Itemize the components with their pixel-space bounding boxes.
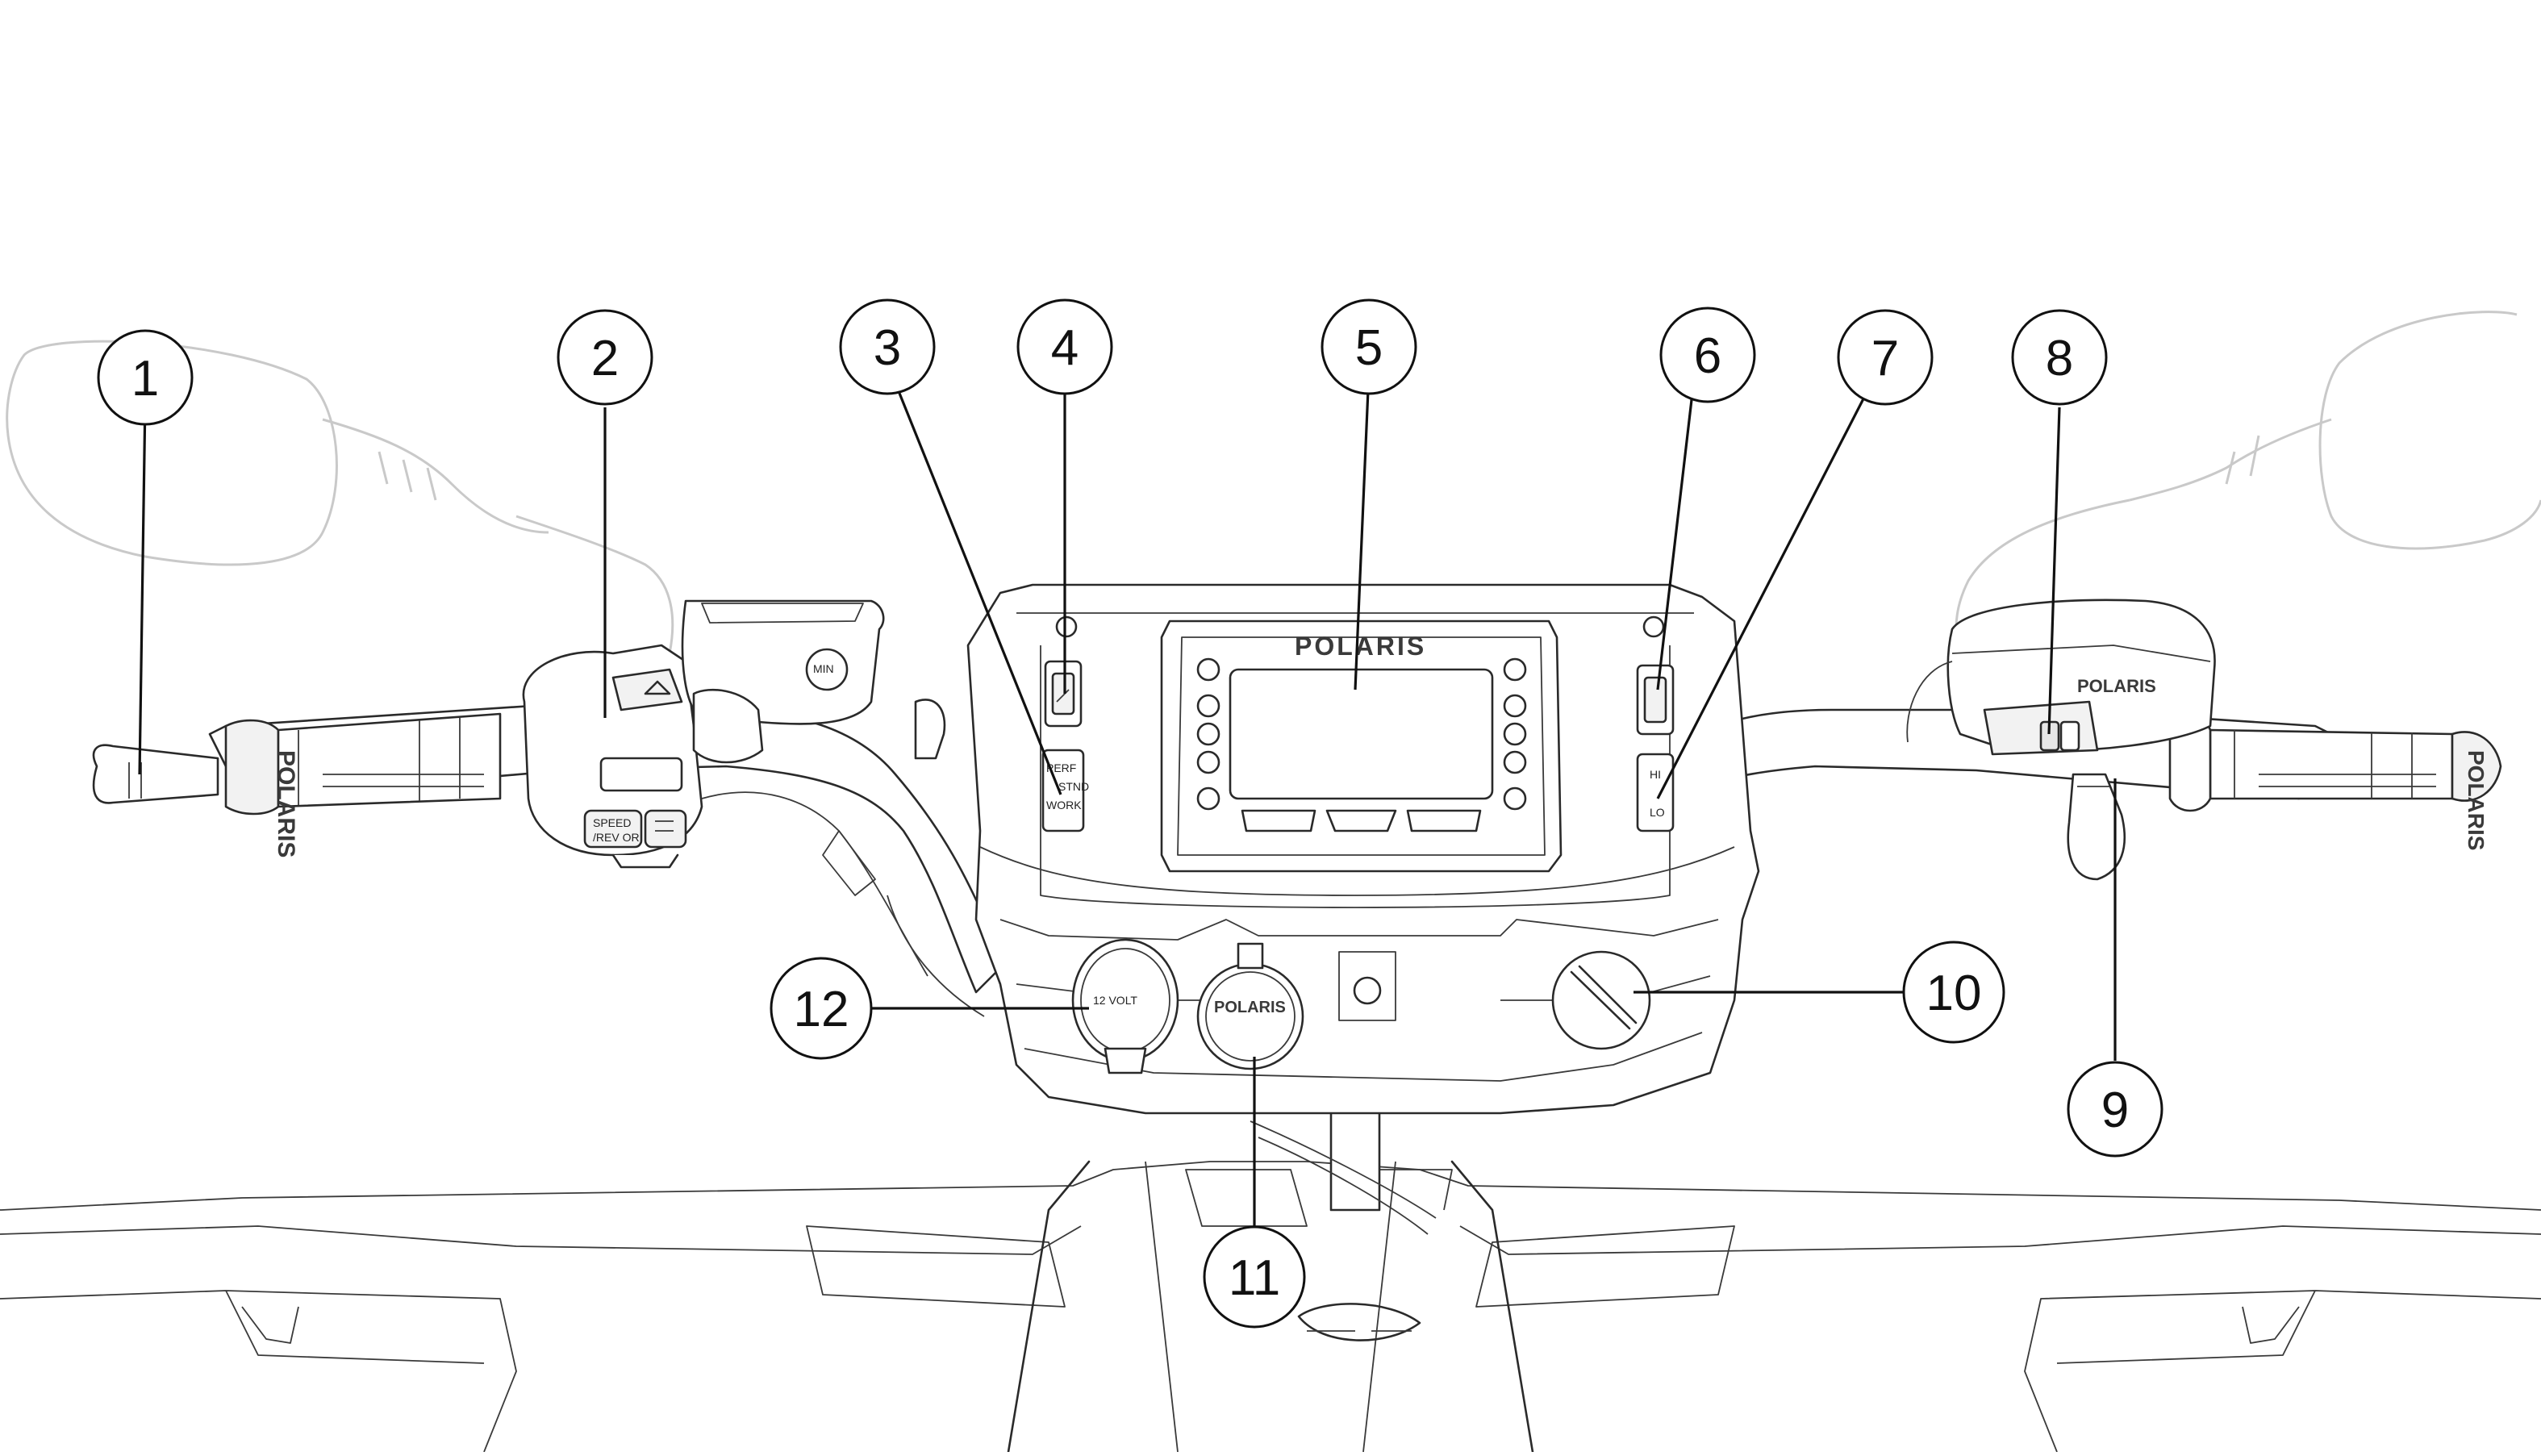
callout-number: 4 bbox=[1051, 320, 1079, 376]
ignition-switch[interactable]: POLARIS bbox=[1196, 942, 1304, 1070]
steering-column bbox=[1250, 1095, 1437, 1235]
choke-tag: MIN bbox=[813, 662, 834, 675]
fuel-cap[interactable] bbox=[1551, 950, 1651, 1050]
throttle-lever[interactable] bbox=[2067, 773, 2126, 881]
lo-label: LO bbox=[1650, 806, 1665, 819]
right-dash-switch[interactable] bbox=[1636, 664, 1675, 736]
left-mirror bbox=[6, 340, 674, 654]
display-buttons-bottom[interactable] bbox=[1241, 809, 1482, 832]
callout-3: 3 bbox=[839, 298, 936, 395]
display-screen bbox=[1229, 668, 1494, 800]
callout-10: 10 bbox=[1902, 941, 2005, 1044]
mode-perf: PERF bbox=[1046, 761, 1076, 774]
hi-label: HI bbox=[1650, 768, 1661, 781]
left-master-cylinder: MIN bbox=[681, 599, 946, 764]
callout-1: 1 bbox=[97, 329, 194, 426]
leader-lines bbox=[138, 370, 2117, 1226]
left-grip-brand: POLARIS bbox=[273, 750, 299, 857]
right-control-brand: POLARIS bbox=[2077, 676, 2156, 696]
right-wiring bbox=[1906, 661, 1953, 743]
speed-label: SPEED bbox=[593, 816, 631, 829]
callout-number: 12 bbox=[794, 982, 849, 1037]
callout-number: 6 bbox=[1694, 328, 1721, 384]
left-dash-switch[interactable] bbox=[1044, 660, 1083, 728]
callout-number: 1 bbox=[131, 351, 159, 407]
mode-rocker[interactable] bbox=[599, 757, 683, 792]
horn-button[interactable] bbox=[644, 809, 687, 849]
callout-number: 5 bbox=[1355, 320, 1383, 376]
callout-number: 11 bbox=[1229, 1250, 1280, 1306]
callout-9: 9 bbox=[2067, 1061, 2163, 1158]
display-brand: POLARIS bbox=[1295, 632, 1426, 661]
callout-6: 6 bbox=[1659, 307, 1756, 403]
callout-2: 2 bbox=[557, 309, 653, 406]
callout-7: 7 bbox=[1837, 309, 1934, 406]
callout-number: 3 bbox=[874, 320, 901, 376]
callout-12: 12 bbox=[770, 957, 873, 1060]
front-fairing-outline bbox=[0, 1160, 2541, 1454]
callout-11: 11 bbox=[1203, 1225, 1306, 1329]
callout-number: 10 bbox=[1926, 966, 1982, 1021]
callout-8: 8 bbox=[2011, 309, 2108, 406]
callout-5: 5 bbox=[1321, 298, 1417, 395]
left-wiring bbox=[701, 791, 985, 1017]
right-control-housing[interactable]: POLARIS bbox=[1946, 599, 2216, 756]
left-control-pod[interactable]: SPEED /REV OR bbox=[522, 644, 703, 869]
rev-label: /REV OR bbox=[593, 831, 640, 844]
display-buttons-right[interactable] bbox=[1503, 657, 1527, 811]
hi-lo-switch[interactable]: HI LO bbox=[1636, 753, 1675, 832]
mode-work: WORK bbox=[1046, 799, 1082, 811]
callout-4: 4 bbox=[1016, 298, 1113, 395]
power-outlet[interactable]: 12 VOLT bbox=[1071, 938, 1179, 1074]
left-lever bbox=[92, 744, 219, 804]
light-switch[interactable] bbox=[2059, 720, 2080, 752]
callout-number: 7 bbox=[1871, 331, 1899, 386]
callout-number: 9 bbox=[2101, 1083, 2129, 1138]
callout-number: 8 bbox=[2046, 331, 2073, 386]
mode-stnd: STND bbox=[1058, 780, 1089, 793]
display-buttons-left[interactable] bbox=[1196, 657, 1220, 811]
ignition-brand: POLARIS bbox=[1214, 999, 1286, 1016]
right-grip-brand: POLARIS bbox=[2464, 750, 2489, 850]
drive-mode-switch[interactable]: PERF STND WORK bbox=[1041, 749, 1089, 832]
left-grip: POLARIS bbox=[224, 712, 502, 857]
display-unit: POLARIS bbox=[1160, 620, 1563, 873]
callout-number: 2 bbox=[591, 331, 619, 386]
power-outlet-label: 12 VOLT bbox=[1093, 994, 1137, 1007]
speed-rev-button[interactable] bbox=[583, 809, 643, 849]
